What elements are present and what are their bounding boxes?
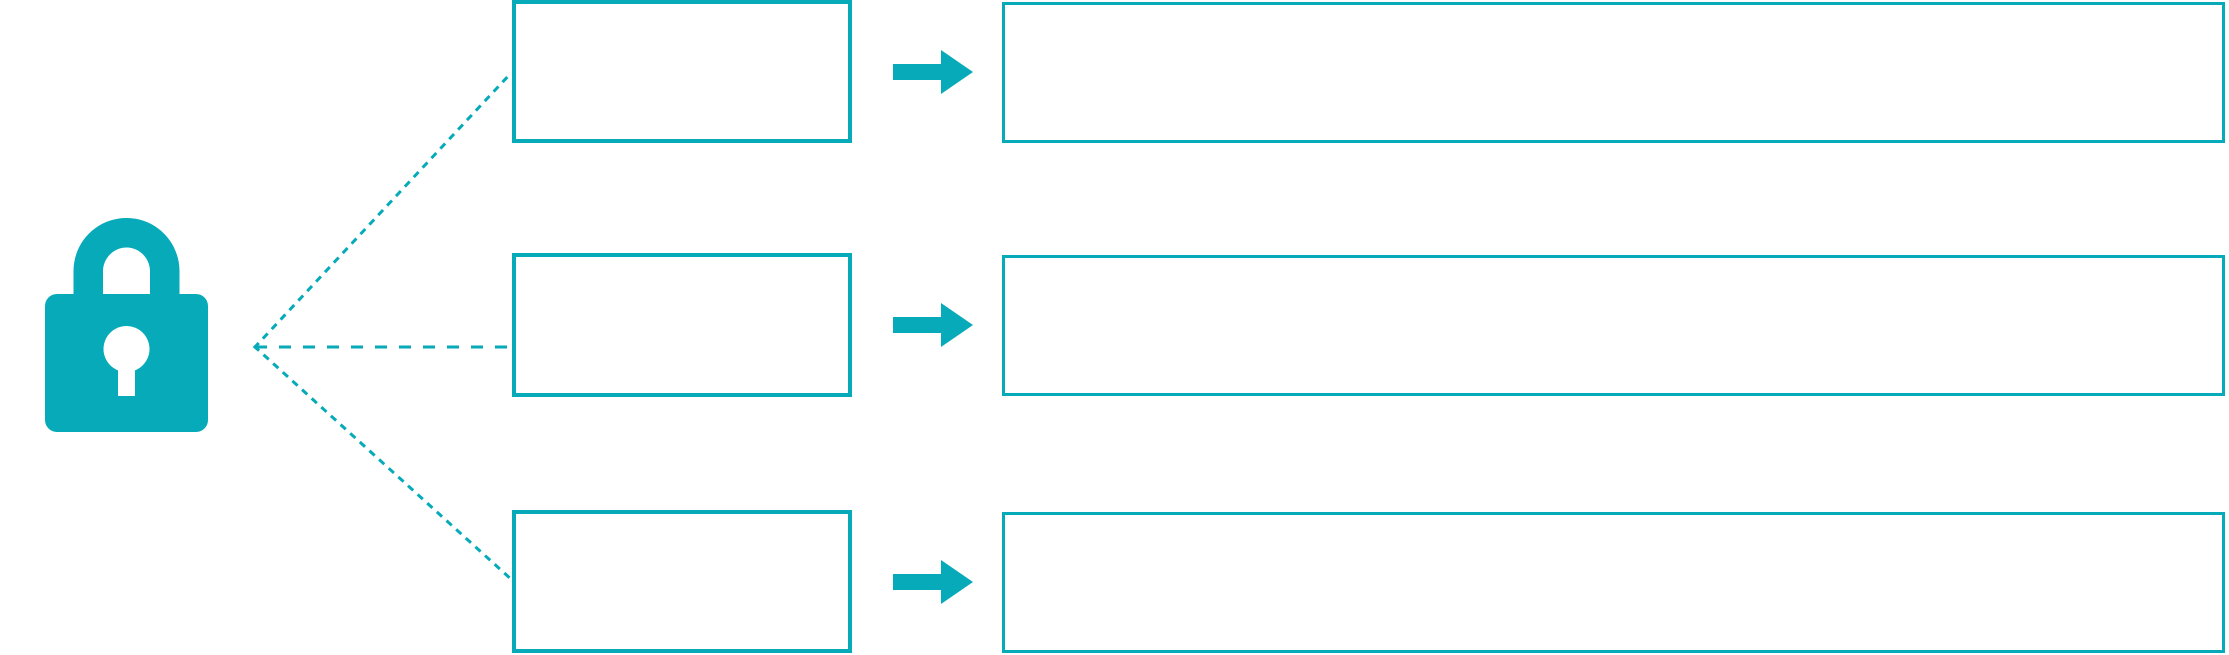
input-box-row-2[interactable] [512,253,852,397]
diagram-row [0,0,2229,143]
right-arrow-icon [893,50,973,94]
diagram-row [0,510,2229,653]
right-arrow-icon [893,303,973,347]
output-box-row-2[interactable] [1002,255,2225,396]
output-box-row-1[interactable] [1002,2,2225,143]
right-arrow-icon [893,560,973,604]
output-box-row-3[interactable] [1002,512,2225,653]
input-box-row-3[interactable] [512,510,852,653]
diagram-row [0,253,2229,397]
input-box-row-1[interactable] [512,0,852,143]
padlock-icon [45,218,208,432]
